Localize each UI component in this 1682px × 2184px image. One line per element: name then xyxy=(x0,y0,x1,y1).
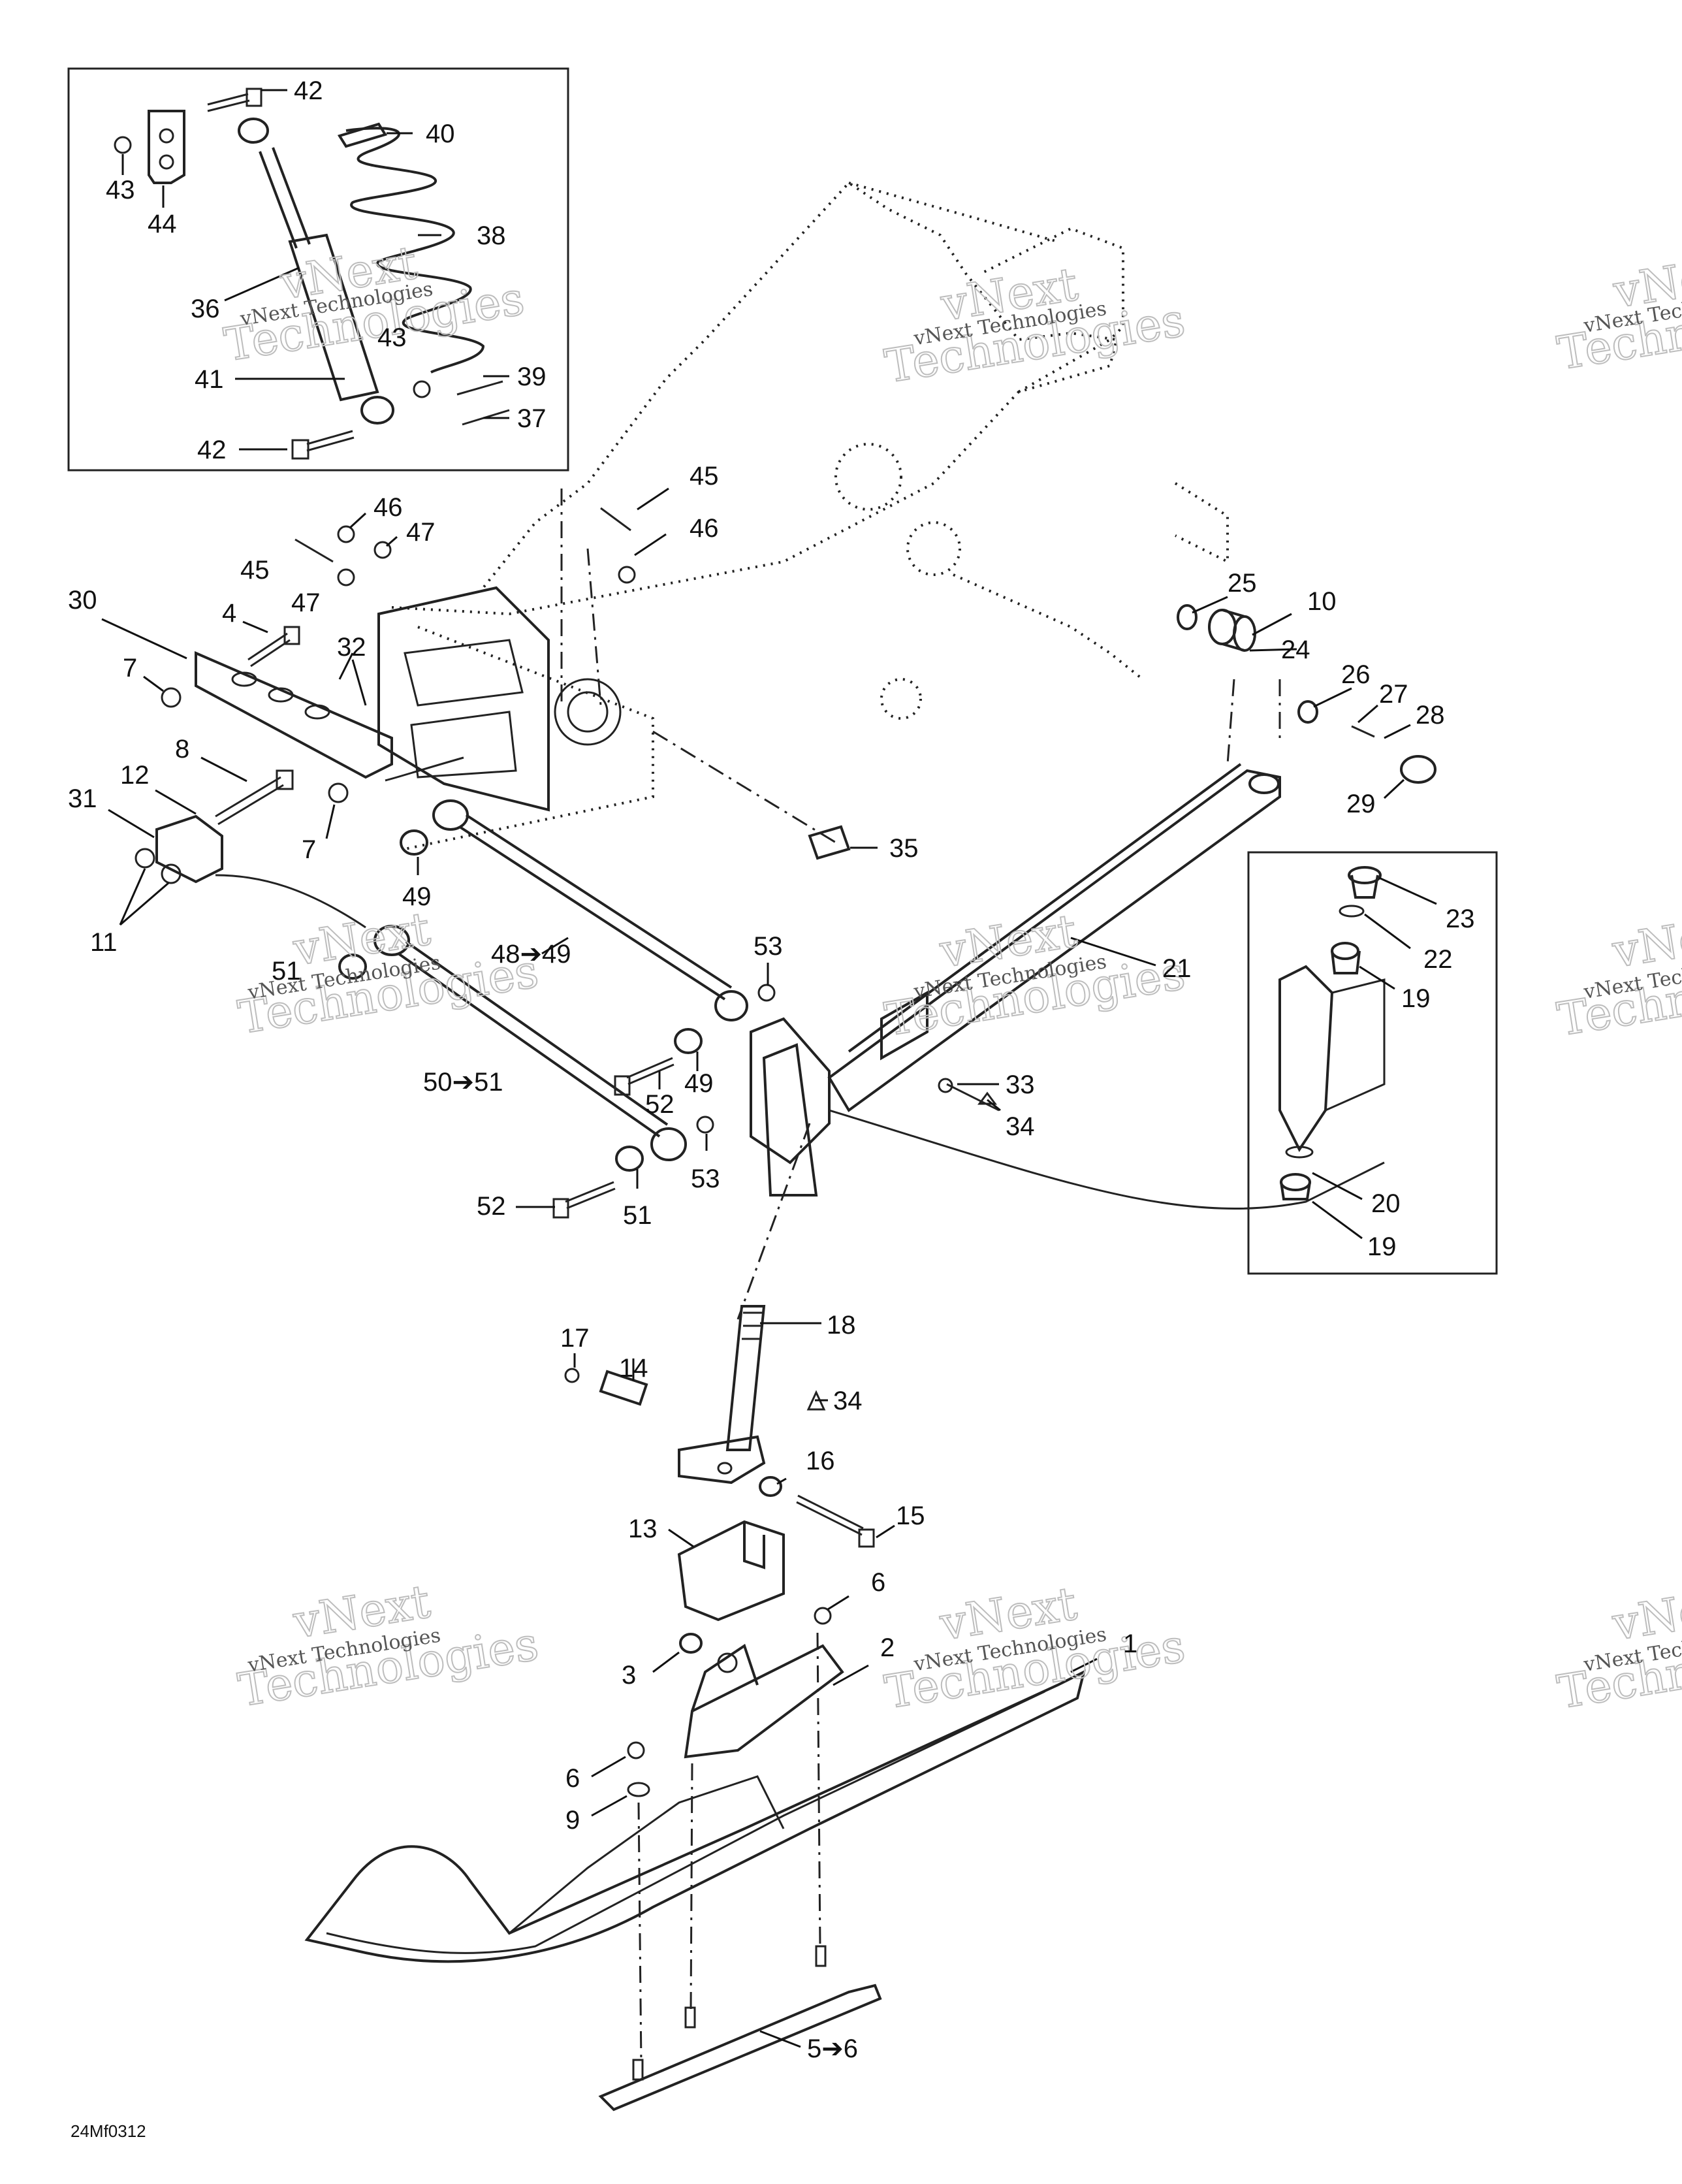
callout-31: 31 xyxy=(68,784,97,813)
callout-2: 2 xyxy=(880,1633,895,1662)
callout-34: 34 xyxy=(833,1387,863,1415)
callout-20: 20 xyxy=(1371,1189,1401,1218)
callout-52: 52 xyxy=(645,1090,674,1119)
callout-15: 15 xyxy=(896,1502,925,1530)
callout-12: 12 xyxy=(120,761,150,790)
front-brackets xyxy=(135,507,636,929)
callout-42: 42 xyxy=(294,76,323,105)
callout-50-51: 50➔51 xyxy=(423,1068,503,1097)
callout-30: 30 xyxy=(68,586,97,615)
callout-45: 45 xyxy=(690,462,719,490)
ski xyxy=(304,1632,1086,2112)
callout-4: 4 xyxy=(222,599,236,628)
callout-3: 3 xyxy=(622,1661,636,1690)
callout-13: 13 xyxy=(628,1515,658,1543)
callout-33: 33 xyxy=(1006,1070,1035,1099)
callout-1: 1 xyxy=(1123,1630,1137,1658)
callout-49: 49 xyxy=(684,1069,714,1098)
a-arm xyxy=(750,763,1385,1210)
callout-17: 17 xyxy=(560,1324,590,1353)
callout-43: 43 xyxy=(377,323,407,352)
callout-44: 44 xyxy=(148,210,177,238)
callout-49: 49 xyxy=(402,882,432,911)
callout-6: 6 xyxy=(565,1764,580,1793)
callout-40: 40 xyxy=(426,120,455,148)
callout-23: 23 xyxy=(1446,905,1475,933)
callout-51: 51 xyxy=(272,957,301,986)
callout-53: 53 xyxy=(754,932,783,961)
callout-48-49: 48➔49 xyxy=(491,940,571,969)
callout-28: 28 xyxy=(1416,701,1445,730)
callout-6: 6 xyxy=(871,1568,885,1597)
callout-11: 11 xyxy=(90,928,118,957)
callout-39: 39 xyxy=(517,362,547,391)
callout-19: 19 xyxy=(1401,984,1431,1013)
callout-7: 7 xyxy=(123,654,137,682)
callout-21: 21 xyxy=(1162,954,1192,983)
callout-34: 34 xyxy=(1006,1112,1035,1141)
callout-43: 43 xyxy=(106,176,135,204)
callout-9: 9 xyxy=(565,1806,580,1835)
callout-32: 32 xyxy=(337,633,366,662)
callout-46: 46 xyxy=(373,493,403,522)
callout-25: 25 xyxy=(1228,569,1257,598)
callout-labels: 42 40 43 44 38 36 43 41 39 37 42 45 46 4… xyxy=(68,76,1475,2063)
callout-36: 36 xyxy=(191,295,220,323)
ski-mount xyxy=(627,1520,844,1797)
plug xyxy=(808,825,851,860)
callout-41: 41 xyxy=(195,365,224,394)
callout-5-6: 5➔6 xyxy=(807,2034,858,2063)
leader-lines xyxy=(101,89,1437,2048)
callout-38: 38 xyxy=(477,221,506,250)
callout-27: 27 xyxy=(1379,680,1408,709)
callout-37: 37 xyxy=(517,404,547,433)
callout-53: 53 xyxy=(691,1164,720,1193)
callout-47: 47 xyxy=(291,588,321,617)
callout-29: 29 xyxy=(1346,790,1376,818)
radius-rods xyxy=(338,799,776,1219)
callout-46: 46 xyxy=(690,514,719,543)
shock-inset xyxy=(67,67,569,472)
callout-7: 7 xyxy=(302,835,316,864)
bushing-inset xyxy=(1247,851,1498,1275)
figure-code: 24Mf0312 xyxy=(71,2121,146,2141)
callout-14: 14 xyxy=(619,1354,648,1383)
callout-22: 22 xyxy=(1423,945,1453,974)
callout-26: 26 xyxy=(1341,660,1371,689)
callout-51: 51 xyxy=(623,1201,652,1230)
callout-10: 10 xyxy=(1307,587,1337,616)
callout-8: 8 xyxy=(175,735,189,763)
chassis-frame xyxy=(377,181,1281,1320)
callout-24: 24 xyxy=(1281,635,1310,664)
callout-35: 35 xyxy=(889,834,919,863)
callout-42: 42 xyxy=(197,436,227,464)
callout-16: 16 xyxy=(806,1447,835,1475)
callout-45: 45 xyxy=(240,556,270,585)
callout-19: 19 xyxy=(1367,1232,1397,1261)
callout-47: 47 xyxy=(406,518,436,547)
callout-52: 52 xyxy=(477,1192,506,1221)
callout-18: 18 xyxy=(827,1311,856,1340)
